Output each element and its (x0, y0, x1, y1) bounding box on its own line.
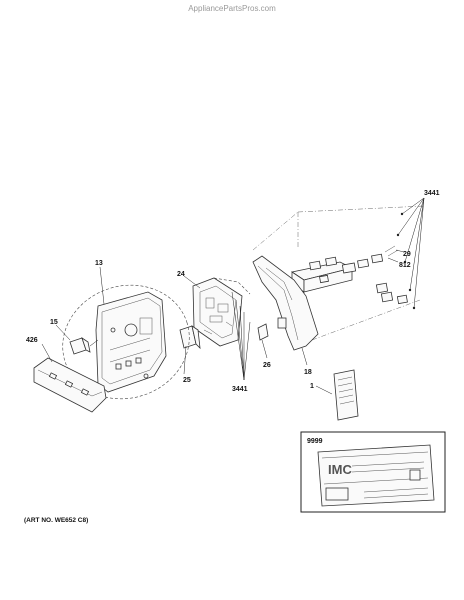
manual-booklet (333, 369, 359, 421)
clip (257, 323, 269, 341)
watermark: AppliancePartsPros.com (188, 4, 276, 13)
callout-26: 26 (263, 362, 271, 369)
leaders-3441-bottom (231, 291, 251, 381)
panel-group-outline (62, 284, 190, 400)
callout-13: 13 (95, 260, 103, 267)
front-control-panel (95, 291, 167, 393)
callout-leaders (41, 266, 333, 395)
callout-29: 29 (403, 251, 411, 258)
callout-812: 812 (399, 262, 411, 269)
callout-labels: 3441 29 812 13 24 15 426 25 26 18 3441 1 (26, 190, 440, 393)
callout-9999: 9999 (307, 438, 323, 445)
knob (69, 337, 99, 355)
callout-15: 15 (50, 319, 58, 326)
wire-harness-connectors (290, 245, 408, 305)
callout-18: 18 (304, 369, 312, 376)
bracket-lines (252, 205, 425, 341)
callout-3441-bottom: 3441 (232, 386, 248, 393)
callout-426: 426 (26, 337, 38, 344)
callout-24: 24 (177, 271, 185, 278)
callout-1: 1 (310, 383, 314, 390)
small-block (179, 325, 201, 350)
trim-bar (33, 357, 107, 413)
mounting-bracket (252, 255, 319, 351)
leaders-3441-top (396, 197, 425, 310)
art-number: (ART NO. WE652 C8) (24, 517, 88, 524)
callout-25: 25 (183, 377, 191, 384)
callout-3441-top: 3441 (424, 190, 440, 197)
label-card-logo: IMC (328, 462, 352, 477)
label-inset: 9999 IMC (300, 431, 446, 513)
